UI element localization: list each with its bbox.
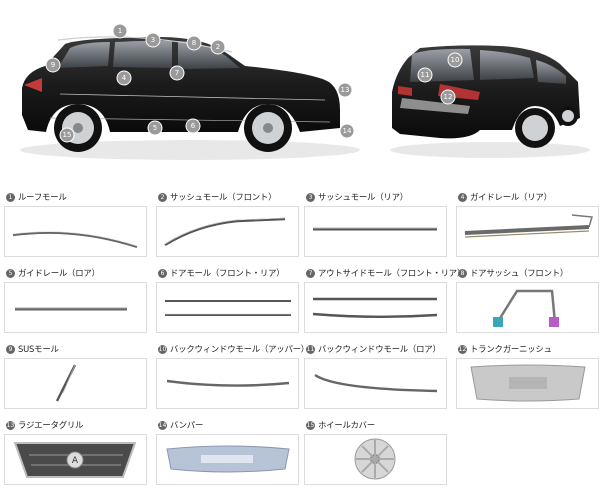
part-label: ラジエータグリル: [18, 420, 84, 430]
part-image: [304, 434, 447, 485]
callout-badge[interactable]: 14: [339, 123, 355, 139]
part-number: 6: [158, 268, 167, 278]
part-image: [156, 358, 299, 409]
part-number: 4: [458, 192, 467, 202]
svg-text:3: 3: [151, 36, 155, 44]
part-number: 10: [158, 344, 167, 354]
part-number: 15: [306, 420, 315, 430]
part-label: アウトサイドモール（フロント・リア）: [318, 268, 466, 278]
callout-badge[interactable]: 3: [145, 32, 161, 48]
callout-badge[interactable]: 12: [440, 89, 456, 105]
svg-text:7: 7: [175, 69, 179, 77]
part-number: 2: [158, 192, 167, 202]
part-image: [4, 206, 147, 257]
callout-badge[interactable]: 13: [337, 82, 353, 98]
part-number: 5: [6, 268, 15, 278]
svg-text:9: 9: [51, 61, 55, 69]
part-image: [304, 206, 447, 257]
part-label: ドアモール（フロント・リア）: [170, 268, 285, 278]
side-view-car: [20, 36, 360, 160]
svg-text:A: A: [72, 456, 79, 466]
part-number: 1: [6, 192, 15, 202]
svg-text:10: 10: [451, 56, 460, 64]
svg-text:6: 6: [191, 122, 196, 130]
callout-badge[interactable]: 6: [185, 118, 201, 134]
part-image: [456, 206, 599, 257]
car-illustration: 1 2 3 4 5 6 7 8 9 10 11 12 13 14 15: [20, 23, 590, 160]
part-label: ルーフモール: [18, 192, 67, 202]
part-image: [4, 282, 147, 333]
part-label: トランクガーニッシュ: [470, 344, 552, 354]
part-number: 12: [458, 344, 467, 354]
part-number: 11: [306, 344, 315, 354]
svg-text:14: 14: [343, 127, 352, 135]
part-label: サッシュモール（フロント）: [170, 192, 277, 202]
part-image: A: [4, 434, 147, 485]
callout-badge[interactable]: 4: [116, 70, 132, 86]
svg-text:1: 1: [118, 27, 122, 35]
part-image: [456, 282, 599, 333]
svg-text:8: 8: [192, 39, 196, 47]
callout-badge[interactable]: 8: [186, 35, 202, 51]
part-label: ガイドレール（ロア）: [18, 268, 100, 278]
part-image: [304, 358, 447, 409]
part-number: 13: [6, 420, 15, 430]
rear-view-car: [390, 45, 590, 158]
svg-text:15: 15: [63, 131, 72, 139]
svg-text:12: 12: [444, 93, 453, 101]
part-number: 14: [158, 420, 167, 430]
part-image: [156, 434, 299, 485]
part-label: サッシュモール（リア）: [318, 192, 408, 202]
part-label: バンパー: [170, 420, 204, 430]
callout-badge[interactable]: 5: [147, 120, 163, 136]
part-number: 7: [306, 268, 315, 278]
part-number: 8: [458, 268, 467, 278]
part-label: SUSモール: [18, 344, 59, 354]
part-image: [304, 282, 447, 333]
svg-text:13: 13: [341, 86, 350, 94]
part-number: 9: [6, 344, 15, 354]
callout-badge[interactable]: 1: [112, 23, 128, 39]
svg-text:4: 4: [122, 74, 127, 82]
part-label: ガイドレール（リア）: [470, 192, 552, 202]
callout-badge[interactable]: 11: [417, 67, 433, 83]
part-label: バックウィンドウモール（アッパー）: [170, 344, 309, 354]
callout-badge[interactable]: 15: [59, 127, 75, 143]
part-label: ホイールカバー: [318, 420, 375, 430]
callout-badge[interactable]: 9: [45, 57, 61, 73]
callout-badge[interactable]: 7: [169, 65, 185, 81]
part-image: [456, 358, 599, 409]
callout-badge[interactable]: 2: [210, 39, 226, 55]
svg-text:2: 2: [216, 43, 220, 51]
part-image: [156, 282, 299, 333]
part-number: 3: [306, 192, 315, 202]
part-image: [156, 206, 299, 257]
part-label: バックウィンドウモール（ロア）: [318, 344, 441, 354]
callout-badge[interactable]: 10: [447, 52, 463, 68]
hero-images: 1 2 3 4 5 6 7 8 9 10 11 12 13 14 15: [0, 0, 600, 180]
svg-text:5: 5: [153, 124, 157, 132]
part-image: [4, 358, 147, 409]
part-label: ドアサッシュ（フロント）: [470, 268, 569, 278]
svg-text:11: 11: [421, 71, 430, 79]
